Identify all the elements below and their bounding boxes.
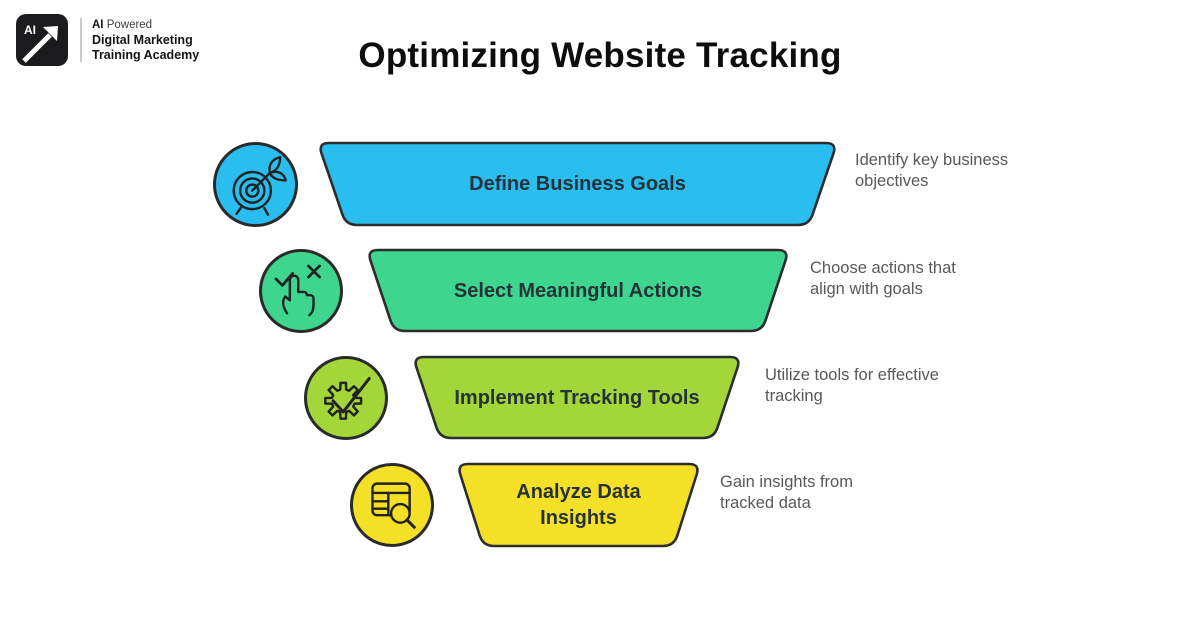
logo-tagline-rest: Powered bbox=[103, 19, 153, 32]
logo-line3: Training Academy bbox=[92, 47, 200, 62]
logo-line2: Digital Marketing bbox=[92, 33, 193, 48]
logo-badge: AI bbox=[16, 14, 68, 66]
logo-text: AI Powered Digital Marketing Training Ac… bbox=[92, 17, 199, 62]
gear-check-icon bbox=[304, 356, 388, 440]
funnel-step-shape bbox=[319, 141, 836, 227]
page-title: Optimizing Website Tracking bbox=[358, 36, 842, 75]
logo-tagline: AI Powered bbox=[92, 19, 199, 33]
funnel-step-description: Identify key business objectives bbox=[855, 151, 1009, 191]
logo-arrow-icon: AI bbox=[22, 23, 58, 63]
table-search-icon bbox=[350, 463, 434, 547]
funnel-step-shape bbox=[368, 248, 788, 333]
funnel-step-shape bbox=[414, 355, 740, 440]
funnel-step-label: Select Meaningful Actions bbox=[453, 279, 703, 302]
logo-divider bbox=[80, 18, 82, 62]
funnel-step-description: Utilize tools for effective tracking bbox=[765, 366, 939, 406]
funnel-step-description: Choose actions that align with goals bbox=[810, 259, 956, 299]
funnel-step-label: Implement Tracking Tools bbox=[454, 386, 700, 409]
funnel-step-label: Define Business Goals bbox=[469, 173, 686, 195]
funnel-step-description: Gain insights from tracked data bbox=[720, 473, 853, 513]
logo-tagline-bold: AI bbox=[92, 19, 104, 32]
funnel-step-label: Analyze Data Insights bbox=[516, 481, 641, 529]
logo-badge-text: AI bbox=[24, 23, 36, 37]
target-dart-icon bbox=[213, 142, 298, 227]
funnel-step-shape bbox=[458, 462, 699, 548]
hand-select-icon bbox=[259, 249, 343, 333]
brand-logo: AI AI Powered Digital Marketing Training… bbox=[16, 14, 199, 66]
